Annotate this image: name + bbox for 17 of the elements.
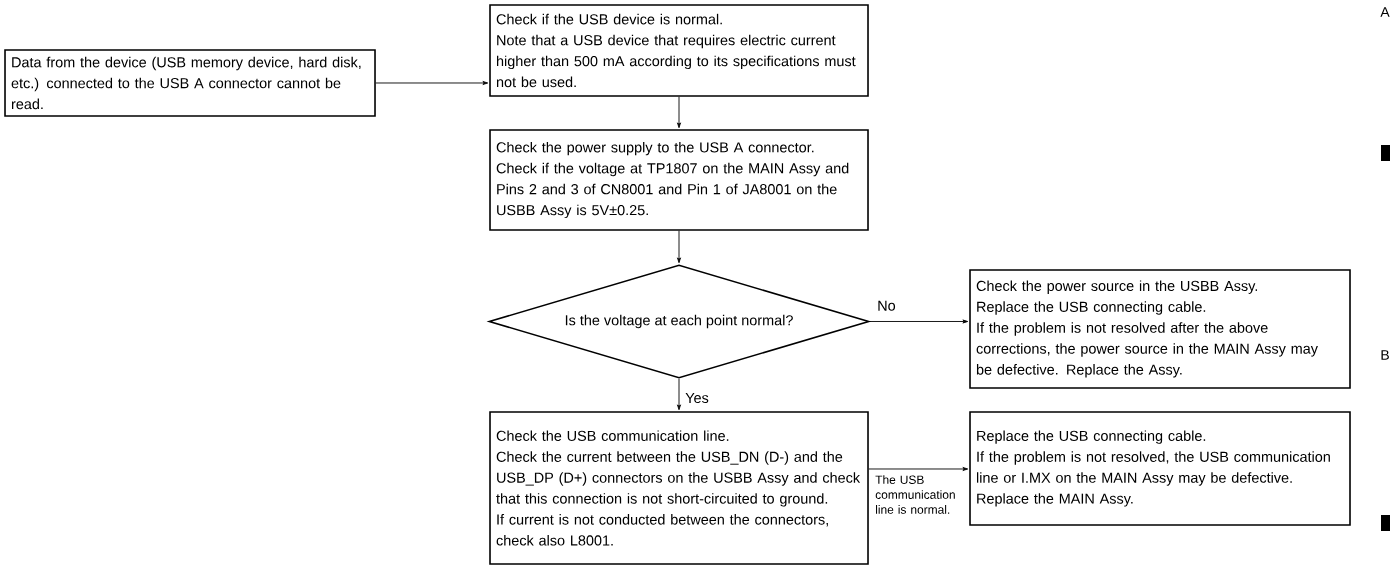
process-box: Replace the USB connecting cable. If the problem is not resolved, the USB communication line or I.MX on the MAIN Assy may be defective. Replace the MAIN Assy. [969,411,1351,526]
arrow [869,319,969,324]
edge-label: Yes [684,391,710,405]
arrow [375,81,489,85]
arrow [677,378,681,411]
edge-label: The USB communication line is normal. [874,474,967,515]
margin-letter: A [1380,7,1390,17]
edge-label: No [876,299,897,312]
process-box: Check if the USB device is normal. Note that a USB device that requires electric current higher than 500 mA according to its specifications must not be used. [489,4,869,97]
margin-letter: B [1381,350,1389,360]
process-box: Check the power source in the USBB Assy. Replace the USB connecting cable. If the problem is not resolved after the above corrections, the power source in the MAIN Assy may be defective. Replace the Assy. [969,269,1351,389]
process-box: Check the USB communication line. Check the current between the USB_DN (D-) and the USB_DP (D+) connectors on the USBB Assy and check that this connection is not short-circuited to ground. If current is not conducted between the connectors, check also L8001. [489,411,869,565]
process-box: Check the power supply to the USB A connector. Check if the voltage at TP1807 on the MAIN Assy and Pins 2 and 3 of CN8001 and Pin 1 of JA8001 on the USBB Assy is 5V±0.25. [489,129,869,231]
arrow [677,96,681,129]
process-box: Data from the device (USB memory device, hard disk, etc.) connected to the USB A connector cannot be read. [4,49,376,117]
arrow [677,230,681,264]
arrow [868,467,969,471]
